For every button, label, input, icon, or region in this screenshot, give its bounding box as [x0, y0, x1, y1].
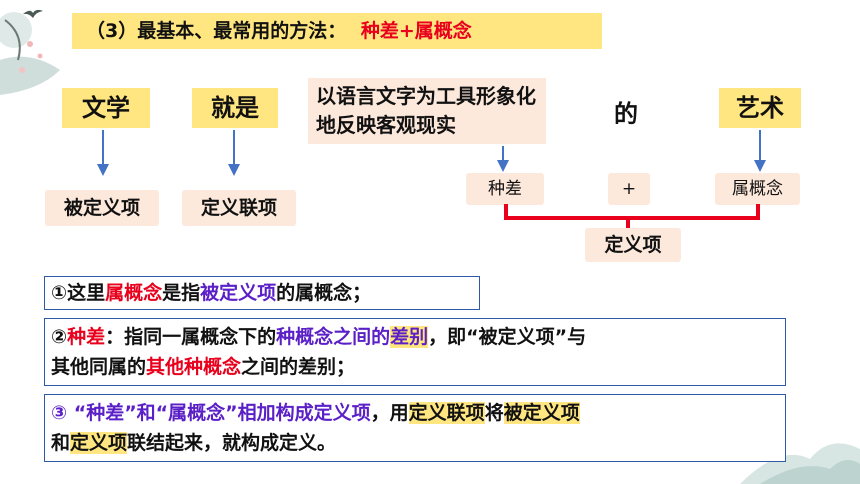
note-composition: ③ “种差”和“属概念”相加构成定义项，用定义联项将被定义项 和定义项联结起来，… — [44, 394, 786, 462]
note-genus: ①这里属概念是指被定义项的属概念； — [44, 276, 480, 310]
note2-text-3: ，即“被定义项”与 — [428, 326, 587, 348]
note1-text-3: 的属概念； — [276, 282, 372, 304]
arrow-genus-down — [754, 130, 766, 172]
differentia-box: 以语言文字为工具形象化地反映客观现实 — [308, 78, 546, 144]
arrow-connector-down — [228, 130, 240, 176]
note2-difference: 差别 — [390, 326, 429, 348]
plus-sign: + — [608, 173, 650, 205]
note3-text-4: 和 — [51, 432, 71, 454]
note2-species: 种概念之间的 — [276, 326, 391, 348]
note3-text-3: 将 — [484, 402, 504, 424]
term-box: 文学 — [62, 88, 150, 128]
note1-genus: 属概念 — [105, 282, 163, 304]
note1-term: 被定义项 — [200, 282, 277, 304]
note2-text-5: 之间的差别； — [241, 356, 356, 378]
arrow-term-down — [97, 130, 109, 176]
note3-definiens: 定义项 — [70, 432, 128, 454]
note1-text-2: 是指 — [162, 282, 201, 304]
method-header-highlight: 种差+属概念 — [360, 20, 472, 42]
arrow-differentia-down — [497, 146, 509, 172]
ink-painting-corner-top-left — [0, 12, 60, 95]
definiens-label: 定义项 — [585, 228, 681, 262]
method-header-text: （3）最基本、最常用的方法： — [86, 20, 347, 42]
note2-other-species: 其他种概念 — [146, 356, 242, 378]
method-header-bar: （3）最基本、最常用的方法： 种差+属概念 — [72, 13, 602, 49]
note2-text-1: ② — [51, 326, 68, 348]
note3-connector: 定义联项 — [408, 402, 485, 424]
differentia-label: 种差 — [466, 173, 544, 205]
bird-icon — [23, 9, 43, 18]
ink-mountain-corner-bottom-right — [740, 443, 860, 484]
note2-text-2: ：指同一属概念下的 — [105, 326, 277, 348]
note3-term: 被定义项 — [503, 402, 580, 424]
particle-text: 的 — [614, 100, 638, 128]
note2-text-4: 其他同属的 — [51, 356, 147, 378]
connector-box: 就是 — [192, 88, 278, 128]
definiens-bracket — [504, 204, 760, 230]
genus-box: 艺术 — [719, 88, 801, 128]
connector-label: 定义联项 — [182, 190, 296, 226]
note-differentia: ②种差：指同一属概念下的种概念之间的差别，即“被定义项”与 其他同属的其他种概念… — [44, 318, 786, 386]
genus-label: 属概念 — [715, 173, 800, 205]
note3-text-5: 联结起来，就构成定义。 — [127, 432, 337, 454]
note1-text-1: ①这里 — [51, 282, 106, 304]
note3-text-1: ③ “种差”和“属概念”相加构成定义项 — [51, 402, 371, 424]
note3-text-2: ，用 — [370, 402, 409, 424]
note2-differentia: 种差 — [67, 326, 106, 348]
term-label: 被定义项 — [45, 190, 159, 226]
